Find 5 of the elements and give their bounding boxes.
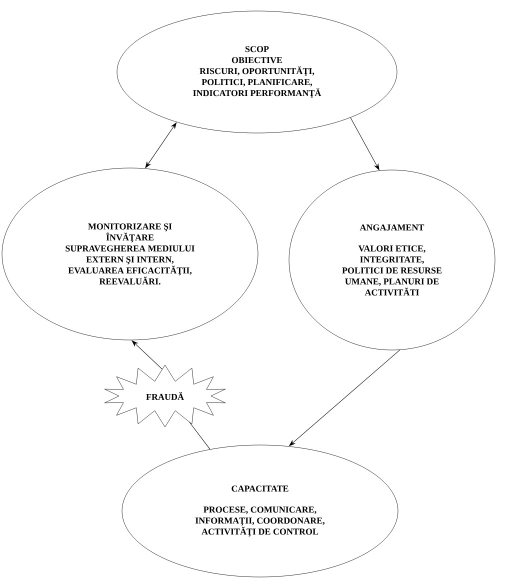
arrow: [132, 340, 162, 370]
connector-line: [189, 422, 210, 450]
arrow: [145, 122, 177, 168]
arrow: [350, 117, 380, 170]
arrow: [289, 350, 400, 446]
